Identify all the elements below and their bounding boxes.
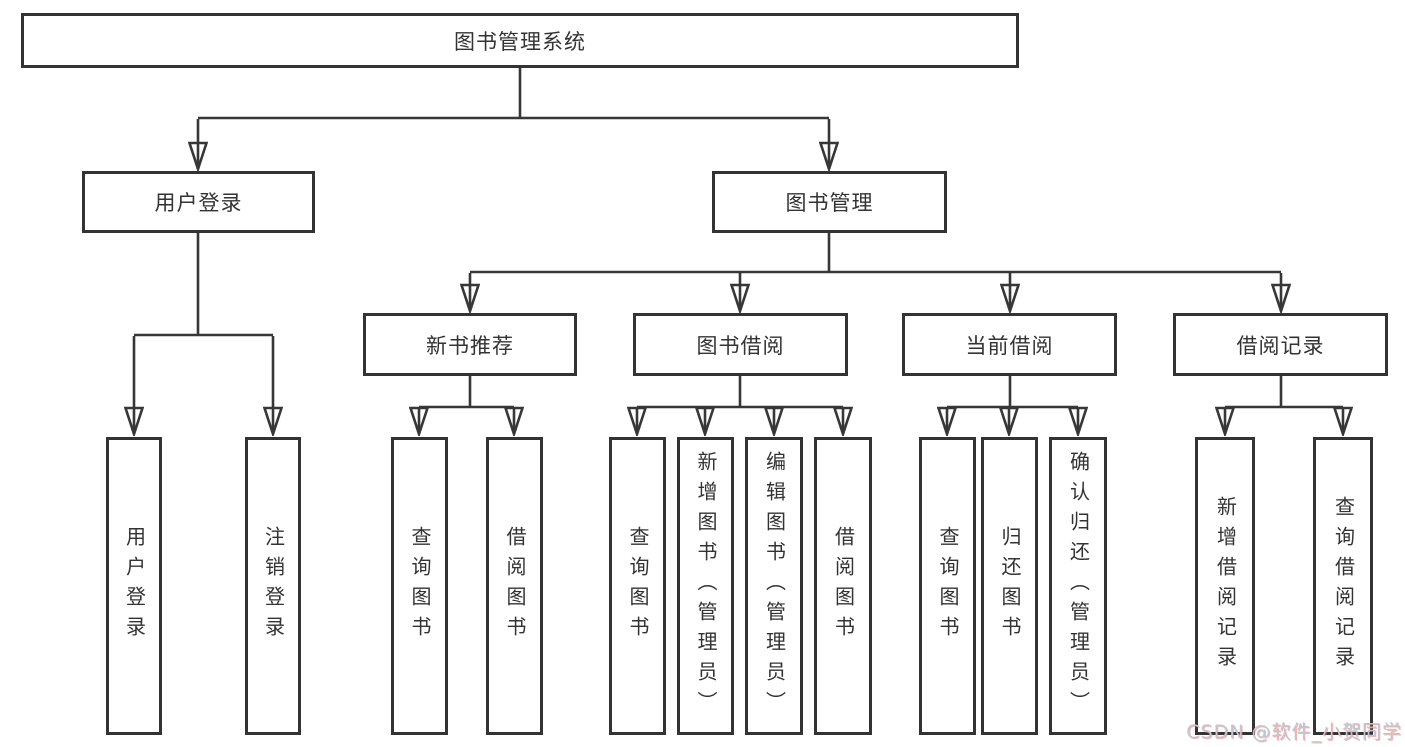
leaf-confirm-return-admin: 确认归还（管理员） — [1049, 437, 1107, 735]
leaf-logout: 注销登录 — [245, 437, 301, 735]
leaf-query-books: 查询图书 — [919, 437, 976, 735]
leaf-user-login: 用户登录 — [106, 437, 162, 735]
node-book-borrow: 图书借阅 — [633, 313, 848, 376]
csdn-watermark: CSDN @软件_小贺同学 — [1186, 721, 1402, 743]
leaf-add-books-admin: 新增图书（管理员） — [677, 437, 734, 735]
leaf-borrow-books: 借阅图书 — [814, 437, 872, 735]
connector-trunks — [134, 68, 1343, 409]
node-borrow-records: 借阅记录 — [1173, 313, 1388, 376]
node-new-book-recommend: 新书推荐 — [363, 313, 577, 376]
leaf-query-borrow-record: 查询借阅记录 — [1313, 437, 1373, 735]
leaf-add-borrow-record: 新增借阅记录 — [1195, 437, 1255, 735]
leaf-edit-books-admin: 编辑图书（管理员） — [745, 437, 803, 735]
leaf-query-books: 查询图书 — [609, 437, 666, 735]
leaf-query-books: 查询图书 — [391, 437, 448, 735]
node-current-borrow: 当前借阅 — [902, 313, 1117, 376]
node-user-login: 用户登录 — [82, 171, 315, 233]
node-book-management: 图书管理 — [712, 171, 947, 233]
leaf-return-books: 归还图书 — [981, 437, 1038, 735]
leaf-borrow-books: 借阅图书 — [486, 437, 543, 735]
node-root: 图书管理系统 — [21, 13, 1019, 68]
